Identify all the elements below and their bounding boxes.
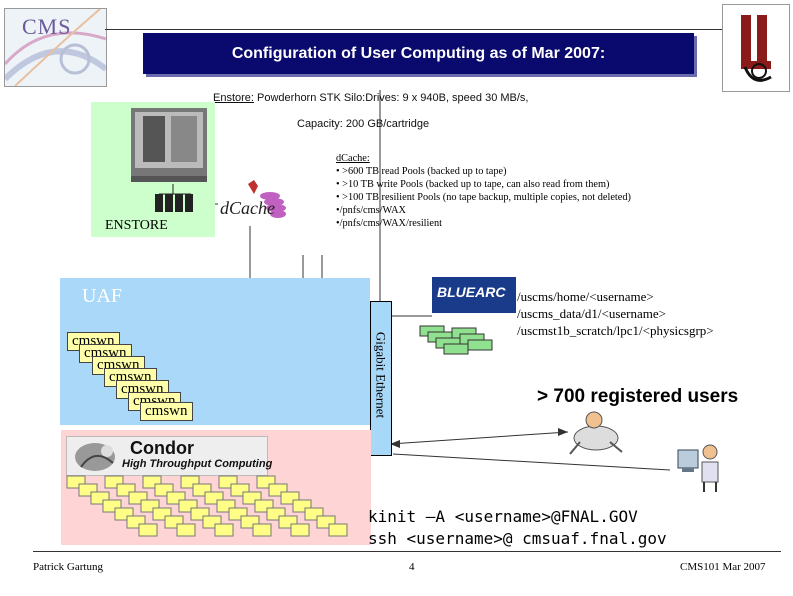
dcache-line: •/pnfs/cms/WAX/resilient: [336, 218, 442, 229]
cms-logo: [4, 8, 107, 87]
condor-node-stack: [66, 475, 348, 537]
cms-logo-text: CMS: [22, 14, 72, 39]
enstore-label: ENSTORE: [105, 218, 168, 233]
page-title: Configuration of User Computing as of Ma…: [231, 45, 606, 62]
enstore-drives: Powderhorn STK Silo:Drives: 9 x 940B, sp…: [253, 92, 529, 104]
dcache-line: • >100 TB resilient Pools (no tape backu…: [336, 192, 631, 203]
bottom-rule: [33, 551, 781, 552]
workstation-user-icon: [677, 444, 719, 492]
storage-path: /uscms/home/<username>: [517, 289, 654, 304]
enstore-capacity: Capacity: 200 GB/cartridge: [297, 118, 430, 130]
storage-disk-stack: [419, 325, 493, 355]
top-rule: [105, 29, 722, 30]
cmswn-node: cmswn: [140, 402, 193, 421]
gigabit-ethernet-bar: [370, 301, 392, 456]
condor-logo: [66, 436, 268, 476]
dcache-logo-text: dCache: [220, 198, 275, 218]
gigabit-ethernet-label-wrap: Gigabit Ethernet: [370, 301, 390, 454]
storage-path: /uscms_data/d1/<username>: [517, 306, 666, 321]
gigabit-ethernet-label: Gigabit Ethernet: [373, 331, 389, 419]
bluearc-logo-text: BLUEARC: [437, 284, 506, 300]
login-commands: kinit –A <username>@FNAL.GOV ssh <userna…: [368, 506, 667, 550]
enstore-box: [91, 102, 215, 237]
dcache-line: •/pnfs/cms/WAX: [336, 205, 406, 216]
footer-page-number: 4: [409, 561, 415, 573]
enstore-heading: Enstore:: [213, 92, 254, 104]
dcache-description: dCache: • >600 TB read Pools (backed up …: [336, 152, 646, 230]
storage-paths: /uscms/home/<username> /uscms_data/d1/<u…: [517, 288, 714, 339]
enstore-description: Enstore: Powderhorn STK Silo:Drives: 9 x…: [213, 92, 529, 104]
footer-author: Patrick Gartung: [33, 561, 103, 573]
registered-users: > 700 registered users: [537, 386, 739, 407]
condor-title: Condor: [130, 438, 194, 458]
footer-event: CMS101 Mar 2007: [680, 561, 766, 573]
ssh-command: ssh <username>@ cmsuaf.fnal.gov: [368, 529, 667, 548]
kinit-command: kinit –A <username>@FNAL.GOV: [368, 507, 638, 526]
title-bar: [143, 33, 694, 74]
user-person-icon: [569, 411, 623, 455]
bluearc-logo: [432, 277, 516, 313]
dcache-line: • >600 TB read Pools (backed up to tape): [336, 166, 507, 177]
dcache-heading: dCache:: [336, 153, 370, 164]
condor-subtitle: High Throughput Computing: [122, 458, 273, 470]
dcache-line: • >10 TB write Pools (backed up to tape,…: [336, 179, 610, 190]
lpc-logo: [722, 4, 790, 92]
uaf-label: UAF: [82, 285, 123, 307]
dcache-logo: dCache: [218, 178, 286, 226]
storage-path: /uscmst1b_scratch/lpc1/<physicsgrp>: [517, 323, 714, 338]
